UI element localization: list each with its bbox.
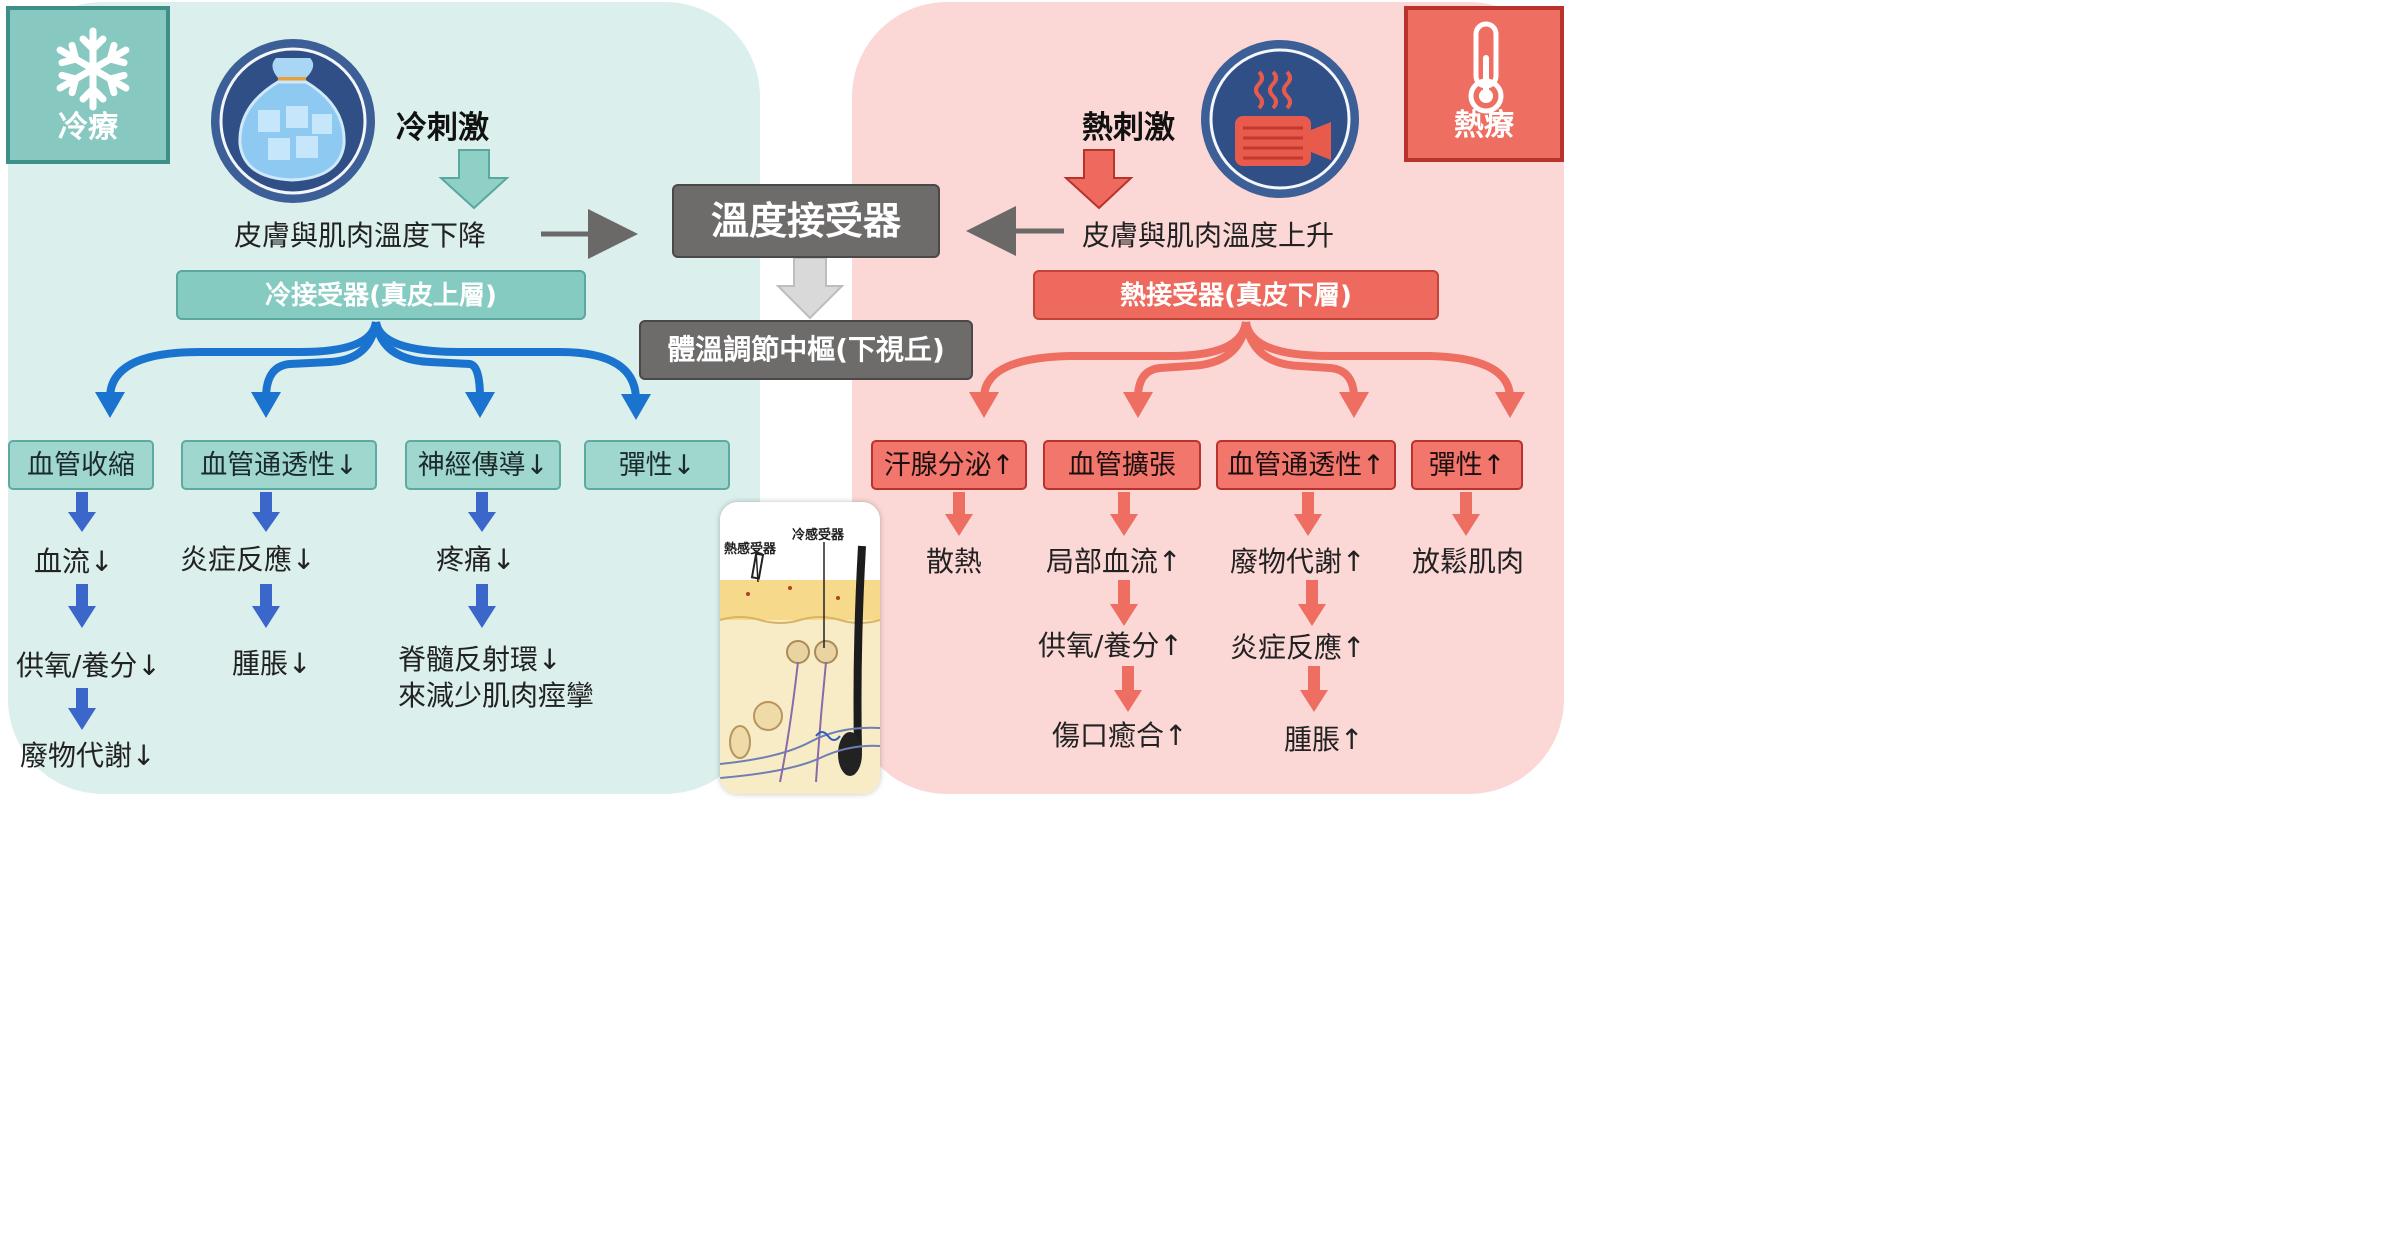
hot-effect-waste-metabolism: 廢物代謝↑ <box>1230 545 1366 578</box>
hot-stimulus-arrow <box>1063 149 1134 210</box>
cold-receptor-box: 冷接受器(真皮上層) <box>176 270 586 320</box>
hot-head-vascular-permeability: 血管通透性↑ <box>1216 440 1396 490</box>
hot-effect-wound-healing: 傷口癒合↑ <box>1052 719 1188 752</box>
cold-effect-oxygen-nutrients: 供氧/養分↓ <box>16 649 161 682</box>
cold-branch-arrowheads <box>95 392 651 420</box>
hot-head-vasodilation: 血管擴張 <box>1043 440 1201 490</box>
hot-branch-arrows <box>980 321 1514 399</box>
hot-receptor-box: 熱接受器(真皮下層) <box>1033 270 1439 320</box>
cold-head-vasoconstriction: 血管收縮 <box>8 440 154 490</box>
cold-sensor-label: 冷感受器 <box>792 528 845 543</box>
cold-temperature-change: 皮膚與肌肉溫度下降 <box>234 219 487 252</box>
heating-pad-icon <box>1201 40 1359 198</box>
cold-therapy-label: 冷療 <box>58 110 118 145</box>
ice-bag-icon <box>211 39 375 203</box>
hot-effect-muscle-relaxation: 放鬆肌肉 <box>1412 545 1525 578</box>
hot-effect-oxygen-nutrients: 供氧/養分↑ <box>1038 629 1183 662</box>
cold-head-nerve-conduction: 神經傳導↓ <box>405 440 561 490</box>
cold-head-vascular-permeability: 血管通透性↓ <box>181 440 377 490</box>
cold-effect-waste-metabolism: 廢物代謝↓ <box>20 739 156 772</box>
hot-head-sweat-secretion: 汗腺分泌↑ <box>871 440 1027 490</box>
hot-effect-arrows <box>945 492 1480 712</box>
cold-therapy-badge: 冷療 <box>6 6 170 164</box>
connector-arrows <box>68 149 1525 730</box>
heat-sensor-label: 熱感受器 <box>724 542 777 557</box>
hot-branch-arrowheads <box>969 392 1525 418</box>
snowflake-icon <box>56 27 130 111</box>
skin-diagram-illustration <box>720 502 880 794</box>
cold-effect-pain: 疼痛↓ <box>436 543 516 576</box>
thermoregulation-center-box: 體溫調節中樞(下視丘) <box>639 320 973 380</box>
cold-effect-inflammation: 炎症反應↓ <box>180 543 316 576</box>
hot-effect-heat-dissipation: 散熱 <box>926 545 983 578</box>
hot-stimulus-label: 熱刺激 <box>1082 110 1175 146</box>
heat-therapy-label: 熱療 <box>1454 108 1514 143</box>
cold-effect-blood-flow: 血流↓ <box>34 545 114 578</box>
heat-therapy-badge: 熱療 <box>1404 6 1564 162</box>
cold-effect-muscle-spasm: 來減少肌肉痙攣 <box>398 679 595 712</box>
skin-cross-section: 熱感受器 冷感受器 <box>720 502 880 794</box>
cold-head-elasticity: 彈性↓ <box>584 440 730 490</box>
hot-effect-local-blood-flow: 局部血流↑ <box>1046 545 1182 578</box>
hot-head-elasticity: 彈性↑ <box>1411 440 1523 490</box>
cold-effect-spinal-reflex: 脊髓反射環↓ <box>398 643 562 676</box>
thermometer-icon <box>1468 21 1504 114</box>
hot-effect-inflammation: 炎症反應↑ <box>1230 631 1366 664</box>
hot-effect-swelling: 腫脹↑ <box>1284 723 1364 756</box>
receptor-to-center-arrow <box>775 257 845 320</box>
cold-stimulus-label: 冷刺激 <box>396 110 489 146</box>
cold-effect-arrows <box>68 492 496 730</box>
hot-temperature-change: 皮膚與肌肉溫度上升 <box>1082 219 1335 252</box>
cold-branch-arrows <box>106 321 640 401</box>
temperature-receptor-box: 溫度接受器 <box>672 184 940 258</box>
cold-effect-swelling: 腫脹↓ <box>232 647 312 680</box>
cold-stimulus-arrow <box>438 149 510 210</box>
